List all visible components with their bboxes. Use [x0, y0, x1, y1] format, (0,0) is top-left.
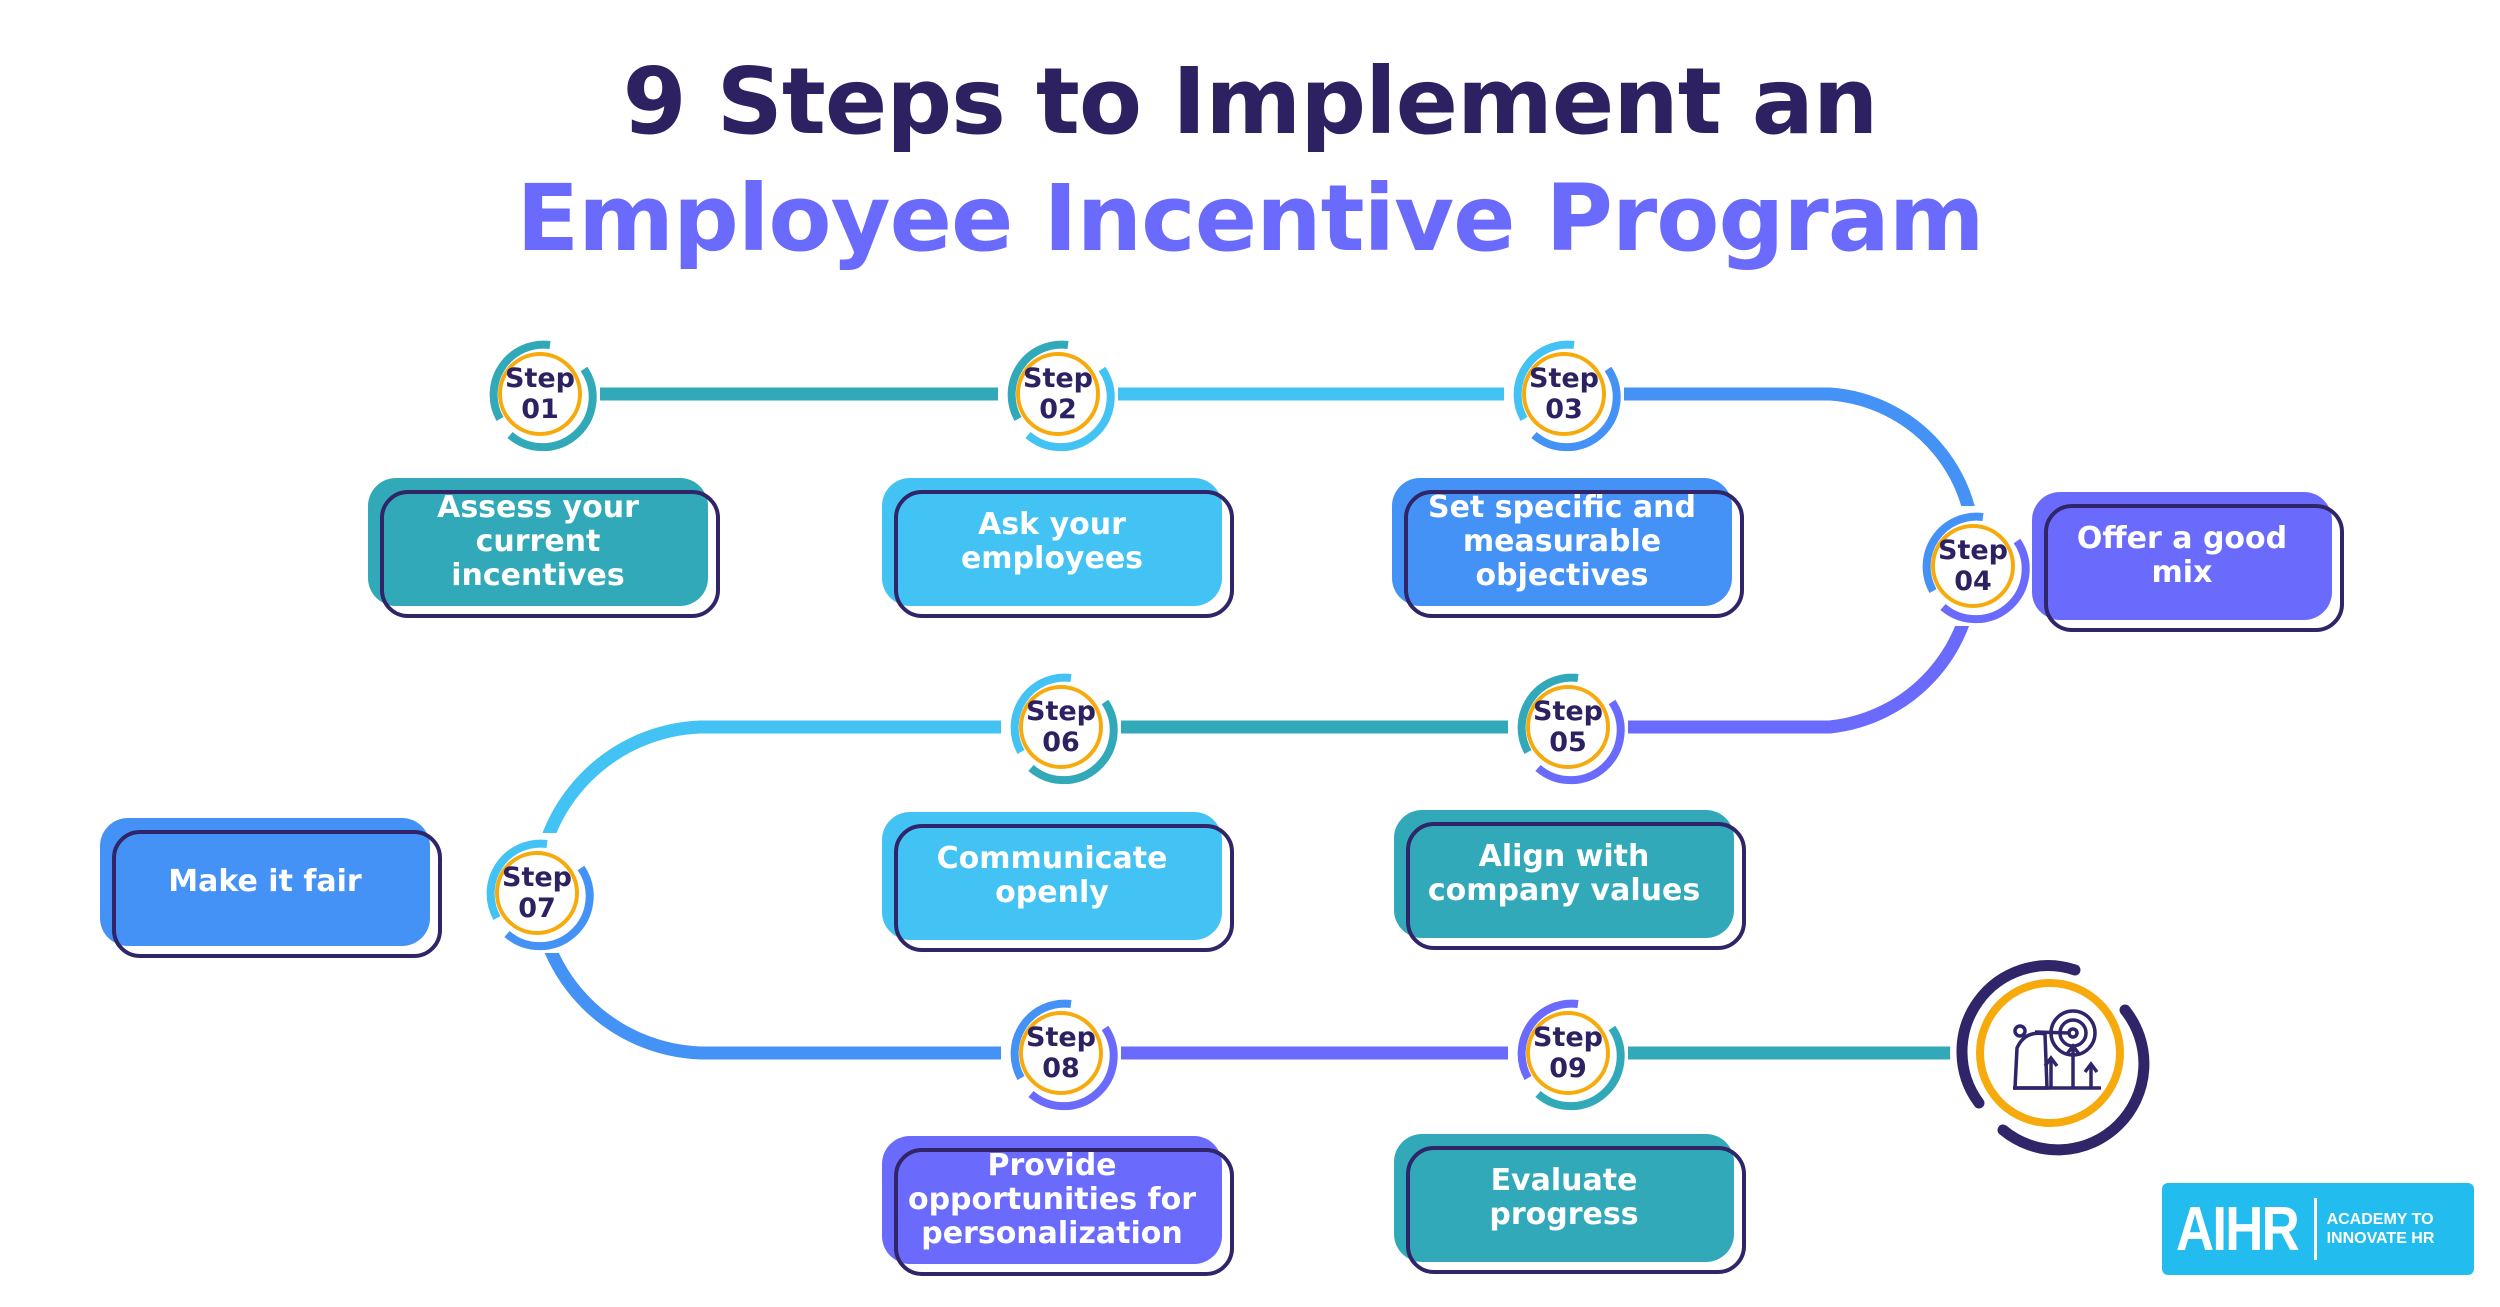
target-growth-icon [2013, 1009, 2101, 1090]
step-08-text: Provide opportunities for personalizatio… [907, 1148, 1197, 1251]
step-05-text: Align with company values [1427, 839, 1701, 908]
logo-line-1: ACADEMY TO [2326, 1211, 2434, 1228]
step-number: 06 [1042, 727, 1080, 758]
step-number: 02 [1039, 394, 1077, 425]
aihr-logo: AIHR ACADEMY TO INNOVATE HR [2162, 1183, 2474, 1275]
title-line-1: 9 Steps to Implement an [622, 48, 1879, 155]
step-number: 01 [521, 394, 559, 425]
step-word: Step [1938, 535, 2008, 566]
step-06-text: Communicate openly [936, 841, 1168, 910]
step-02-text: Ask your employees [960, 507, 1144, 576]
step-number: 08 [1042, 1053, 1080, 1084]
step-03-text: Set specific and measurable objectives [1427, 490, 1697, 593]
logo-mark: AIHR [2176, 1194, 2300, 1264]
step-word: Step [505, 363, 575, 394]
step-word: Step [1026, 1022, 1096, 1053]
step-word: Step [1533, 1022, 1603, 1053]
title-line-2: Employee Incentive Program [516, 165, 1984, 272]
step-word: Step [1026, 696, 1096, 727]
step-number: 03 [1545, 394, 1583, 425]
step-number: 05 [1549, 727, 1587, 758]
step-word: Step [1533, 696, 1603, 727]
step-number: 04 [1954, 566, 1992, 597]
step-word: Step [1529, 363, 1599, 394]
step-number: 07 [518, 893, 556, 924]
step-09-text: Evaluate progress [1489, 1163, 1639, 1232]
step-01-text: Assess your current incentives [437, 490, 639, 593]
step-04-text: Offer a good mix [2076, 521, 2288, 590]
step-word: Step [1023, 363, 1093, 394]
step-07-text: Make it fair [168, 864, 362, 899]
step-word: Step [502, 862, 572, 893]
step-number: 09 [1549, 1053, 1587, 1084]
logo-line-2: INNOVATE HR [2326, 1230, 2435, 1247]
goal-marker [1945, 948, 2155, 1158]
logo-divider [2313, 1198, 2317, 1260]
